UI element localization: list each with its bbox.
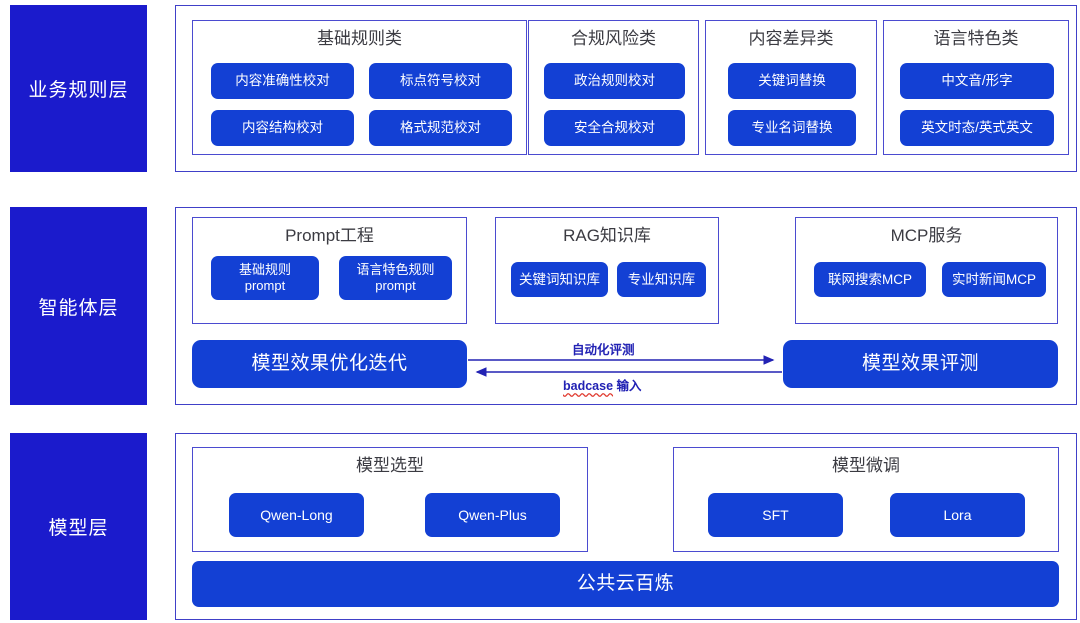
chip-punctuation-check[interactable]: 标点符号校对 (369, 63, 512, 99)
chip-content-structure-check[interactable]: 内容结构校对 (211, 110, 354, 146)
chip-format-spec-check[interactable]: 格式规范校对 (369, 110, 512, 146)
flow-arrows: 自动化评测 badcase 输入 (467, 340, 783, 393)
box-model-effect-optimization[interactable]: 模型效果优化迭代 (192, 340, 467, 388)
group-prompt-engineering[interactable]: Prompt工程 基础规则 prompt 语言特色规则 prompt (192, 217, 467, 324)
flow-arrow-svg (468, 355, 782, 377)
arrow-label-badcase-input: badcase 输入 (563, 375, 642, 394)
layer-business-rules: 业务规则层 基础规则类 内容准确性校对 标点符号校对 内容结构校对 格式规范校对… (0, 5, 1080, 172)
chip-keyword-knowledge-base[interactable]: 关键词知识库 (511, 262, 608, 297)
chip-qwen-long[interactable]: Qwen-Long (229, 493, 364, 537)
group-model-finetune[interactable]: 模型微调 SFT Lora (673, 447, 1059, 552)
layer-agent: 智能体层 Prompt工程 基础规则 prompt 语言特色规则 prompt … (0, 207, 1080, 405)
chip-realtime-news-mcp[interactable]: 实时新闻MCP (942, 262, 1046, 297)
chip-english-tense-british[interactable]: 英文时态/英式英文 (900, 110, 1054, 146)
group-title: 模型微调 (832, 456, 900, 475)
group-title: 合规风险类 (571, 29, 656, 48)
group-title: 内容差异类 (748, 29, 834, 48)
group-mcp-service[interactable]: MCP服务 联网搜索MCP 实时新闻MCP (795, 217, 1058, 324)
group-language-features[interactable]: 语言特色类 中文音/形字 英文时态/英式英文 (883, 20, 1069, 155)
box-model-effect-evaluation[interactable]: 模型效果评测 (783, 340, 1058, 388)
group-rag-knowledge-base[interactable]: RAG知识库 关键词知识库 专业知识库 (495, 217, 719, 324)
chip-qwen-plus[interactable]: Qwen-Plus (425, 493, 560, 537)
chip-political-rule-check[interactable]: 政治规则校对 (544, 63, 685, 99)
layer-label-agent: 智能体层 (10, 207, 147, 405)
chip-basic-rule-prompt[interactable]: 基础规则 prompt (211, 256, 319, 300)
chip-keyword-replace[interactable]: 关键词替换 (728, 63, 856, 99)
group-title: RAG知识库 (563, 226, 651, 245)
badcase-label-rest: 输入 (613, 379, 642, 393)
layer-body-model: 模型选型 Qwen-Long Qwen-Plus 模型微调 SFT Lora 公… (175, 433, 1077, 620)
chip-chinese-homophone-glyph[interactable]: 中文音/形字 (900, 63, 1054, 99)
badcase-misspelled-word: badcase (563, 379, 614, 393)
group-model-selection[interactable]: 模型选型 Qwen-Long Qwen-Plus (192, 447, 588, 552)
chip-lora[interactable]: Lora (890, 493, 1025, 537)
layer-label-business-rules: 业务规则层 (10, 5, 147, 172)
group-title: 语言特色类 (933, 29, 1019, 48)
chip-professional-term-replace[interactable]: 专业名词替换 (728, 110, 856, 146)
chip-web-search-mcp[interactable]: 联网搜索MCP (814, 262, 926, 297)
layer-model: 模型层 模型选型 Qwen-Long Qwen-Plus 模型微调 SFT Lo… (0, 433, 1080, 620)
group-title: 基础规则类 (317, 29, 402, 48)
group-title: 模型选型 (356, 456, 424, 475)
chip-safety-compliance-check[interactable]: 安全合规校对 (544, 110, 685, 146)
layer-body-business-rules: 基础规则类 内容准确性校对 标点符号校对 内容结构校对 格式规范校对 合规风险类… (175, 5, 1077, 172)
group-basic-rules[interactable]: 基础规则类 内容准确性校对 标点符号校对 内容结构校对 格式规范校对 (192, 20, 527, 155)
group-title: MCP服务 (890, 226, 963, 245)
chip-sft[interactable]: SFT (708, 493, 843, 537)
chip-content-accuracy-check[interactable]: 内容准确性校对 (211, 63, 354, 99)
layer-label-model: 模型层 (10, 433, 147, 620)
group-content-difference[interactable]: 内容差异类 关键词替换 专业名词替换 (705, 20, 877, 155)
layer-body-agent: Prompt工程 基础规则 prompt 语言特色规则 prompt RAG知识… (175, 207, 1077, 405)
chip-professional-knowledge-base[interactable]: 专业知识库 (617, 262, 706, 297)
arrow-label-automated-evaluation: 自动化评测 (572, 343, 635, 357)
group-compliance-risk[interactable]: 合规风险类 政治规则校对 安全合规校对 (528, 20, 699, 155)
group-title: Prompt工程 (285, 226, 374, 245)
chip-language-feature-prompt[interactable]: 语言特色规则 prompt (339, 256, 452, 300)
bar-public-cloud-bailian[interactable]: 公共云百炼 (192, 561, 1059, 607)
